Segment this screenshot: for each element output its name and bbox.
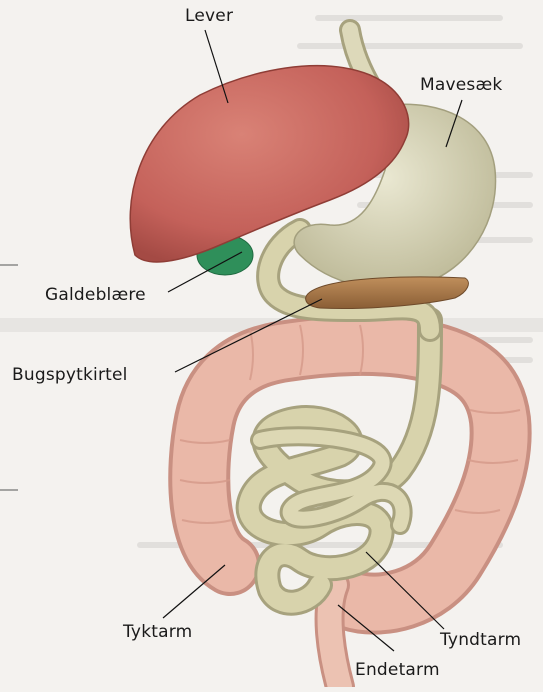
- label-small-intestine: Tyndtarm: [440, 630, 521, 650]
- label-liver: Lever: [185, 6, 233, 26]
- label-pancreas: Bugspytkirtel: [12, 365, 128, 385]
- label-large-intestine: Tyktarm: [123, 622, 192, 642]
- label-stomach: Mavesæk: [420, 75, 502, 95]
- pancreas: [306, 277, 469, 309]
- label-rectum: Endetarm: [355, 660, 440, 680]
- label-gallbladder: Galdeblære: [45, 285, 146, 305]
- rectum: [330, 585, 340, 687]
